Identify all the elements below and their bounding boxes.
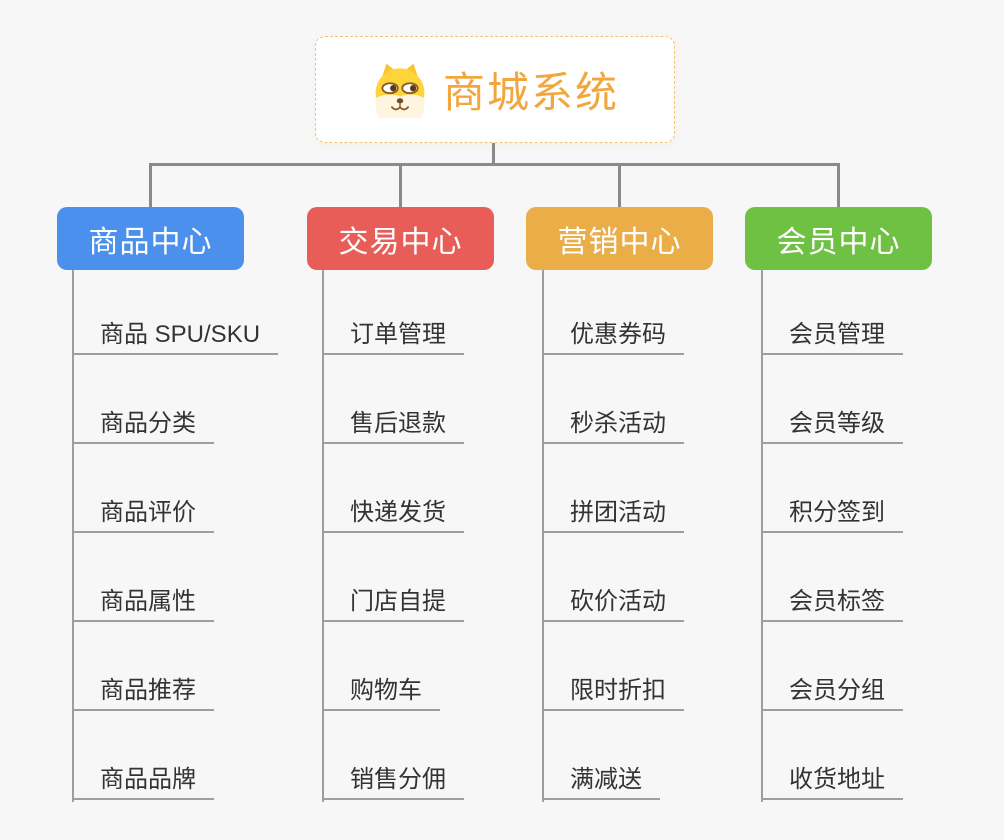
leaf-node[interactable]: 会员标签 <box>761 584 903 622</box>
branch-node-product[interactable]: 商品中心 <box>57 207 244 270</box>
leaf-node[interactable]: 门店自提 <box>322 584 464 622</box>
leaf-node[interactable]: 商品 SPU/SKU <box>72 317 279 355</box>
leaf-node[interactable]: 商品评价 <box>72 495 214 533</box>
leaf-column-trade: 订单管理 售后退款 快递发货 门店自提 购物车 销售分佣 <box>322 270 562 805</box>
column-spine <box>322 270 324 802</box>
leaf-node[interactable]: 快递发货 <box>322 495 464 533</box>
shiba-dog-icon <box>375 63 425 118</box>
leaf-node[interactable]: 拼团活动 <box>542 495 684 533</box>
leaf-node[interactable]: 砍价活动 <box>542 584 684 622</box>
branch-title: 营销中心 <box>557 225 682 259</box>
branch-title: 商品中心 <box>88 225 213 259</box>
leaf-node[interactable]: 商品推荐 <box>72 673 214 711</box>
leaf-node[interactable]: 订单管理 <box>322 317 464 355</box>
leaf-column-marketing: 优惠券码 秒杀活动 拼团活动 砍价活动 限时折扣 满减送 <box>542 270 782 805</box>
root-title: 商城系统 <box>442 69 619 116</box>
leaf-node[interactable]: 商品分类 <box>72 406 214 444</box>
column-spine <box>761 270 763 802</box>
leaf-node[interactable]: 限时折扣 <box>542 673 684 711</box>
connector-root-drop <box>492 142 495 166</box>
leaf-node[interactable]: 收货地址 <box>761 762 903 800</box>
leaf-node[interactable]: 会员等级 <box>761 406 903 444</box>
branch-node-marketing[interactable]: 营销中心 <box>526 207 713 270</box>
leaf-node[interactable]: 商品属性 <box>72 584 214 622</box>
leaf-node[interactable]: 满减送 <box>542 762 660 800</box>
leaf-node[interactable]: 会员管理 <box>761 317 903 355</box>
connector-drop-branch-1 <box>149 163 152 209</box>
leaf-node[interactable]: 会员分组 <box>761 673 903 711</box>
branch-title: 交易中心 <box>338 225 463 259</box>
column-spine <box>542 270 544 802</box>
root-node[interactable]: 商城系统 <box>315 36 675 143</box>
leaf-node[interactable]: 秒杀活动 <box>542 406 684 444</box>
leaf-node[interactable]: 售后退款 <box>322 406 464 444</box>
leaf-node[interactable]: 购物车 <box>322 673 440 711</box>
branch-node-member[interactable]: 会员中心 <box>745 207 932 270</box>
leaf-node[interactable]: 销售分佣 <box>322 762 464 800</box>
leaf-node[interactable]: 优惠券码 <box>542 317 684 355</box>
connector-drop-branch-3 <box>618 163 621 209</box>
column-spine <box>72 270 74 802</box>
branch-node-trade[interactable]: 交易中心 <box>307 207 494 270</box>
leaf-node[interactable]: 积分签到 <box>761 495 903 533</box>
leaf-column-member: 会员管理 会员等级 积分签到 会员标签 会员分组 收货地址 <box>761 270 1001 805</box>
connector-drop-branch-2 <box>399 163 402 209</box>
connector-drop-branch-4 <box>837 163 840 209</box>
branch-title: 会员中心 <box>776 225 901 259</box>
leaf-node[interactable]: 商品品牌 <box>72 762 214 800</box>
leaf-column-product: 商品 SPU/SKU 商品分类 商品评价 商品属性 商品推荐 商品品牌 <box>72 270 312 805</box>
connector-bus <box>149 163 840 166</box>
